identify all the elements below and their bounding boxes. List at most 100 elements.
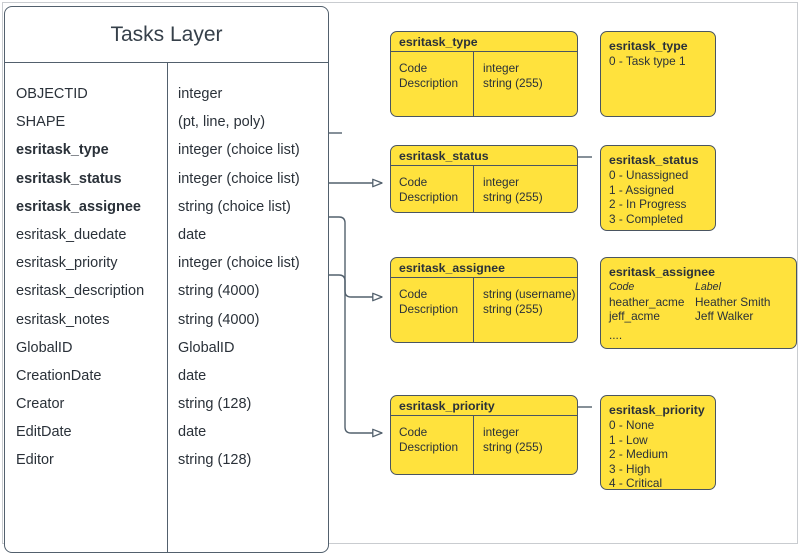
- field-name-EditDate: EditDate: [16, 424, 72, 441]
- values-assignee-header: Code Label: [609, 280, 796, 295]
- values-esritask-assignee: esritask_assignee Code Label heather_acm…: [600, 257, 797, 349]
- values-status-title: esritask_status: [609, 153, 699, 167]
- domain-type-priority-0: integer: [483, 425, 520, 439]
- field-type-esritask_duedate: date: [178, 226, 207, 243]
- domain-field-assignee-0: Code: [399, 287, 428, 301]
- values-priority-title: esritask_priority: [609, 403, 705, 417]
- field-name-esritask_notes: esritask_notes: [16, 311, 110, 328]
- field-type-esritask_priority: integer (choice list): [178, 255, 300, 272]
- tasks-layer-body: OBJECTID SHAPE esritask_type esritask_statu…: [5, 63, 328, 552]
- field-name-Editor: Editor: [16, 452, 54, 469]
- field-name-OBJECTID: OBJECTID: [16, 86, 88, 102]
- value-line-status-3: 3 - Completed: [609, 211, 684, 226]
- field-name-column: OBJECTID SHAPE esritask_type esritask_statu…: [5, 63, 168, 552]
- domain-field-priority-1: Description: [399, 439, 459, 454]
- field-name-esritask_duedate: esritask_duedate: [16, 226, 127, 243]
- value-line-status-2: 2 - In Progress: [609, 197, 687, 212]
- value-line-priority-4: 4 - Critical: [609, 476, 663, 490]
- domain-type-assignee-1: string (255): [483, 301, 543, 316]
- domain-type-type-1: string (255): [483, 75, 543, 90]
- field-name-esritask_priority: esritask_priority: [16, 255, 118, 272]
- field-type-SHAPE: (pt, line, poly): [178, 114, 266, 131]
- value-assignee-label-1: Jeff Walker: [695, 309, 754, 324]
- field-type-esritask_status: integer (choice list): [178, 170, 300, 187]
- domain-type-status-0: integer: [483, 175, 520, 189]
- field-type-Editor: string (128): [178, 452, 252, 469]
- domain-field-type-1: Description: [399, 75, 459, 90]
- domain-type-type-0: integer: [483, 61, 520, 75]
- field-name-esritask_assignee: esritask_assignee: [16, 198, 141, 215]
- value-line-status-0: 0 - Unassigned: [609, 168, 689, 182]
- values-assignee-header-code: Code: [609, 281, 635, 293]
- domain-field-type-0: Code: [399, 61, 428, 75]
- field-type-Creator: string (128): [178, 396, 252, 413]
- domain-title-assignee: esritask_assignee: [391, 258, 577, 278]
- values-assignee-header-label: Label: [695, 281, 721, 293]
- field-type-GlobalID: GlobalID: [178, 339, 235, 356]
- value-row-assignee-1: jeff_acme Jeff Walker: [609, 309, 796, 324]
- values-assignee-title: esritask_assignee: [609, 265, 715, 279]
- value-line-type-0: 0 - Task type 1: [609, 54, 686, 68]
- page-frame: [2, 2, 798, 544]
- field-name-GlobalID: GlobalID: [16, 339, 73, 356]
- field-type-esritask_description: string (4000): [178, 283, 260, 300]
- field-type-esritask_type: integer (choice list): [178, 142, 300, 159]
- values-assignee-ellipsis: ....: [609, 327, 623, 342]
- field-type-column: integer (pt, line, poly) integer (choice l…: [168, 63, 328, 552]
- field-type-CreationDate: date: [178, 367, 207, 384]
- field-type-esritask_notes: string (4000): [178, 311, 260, 328]
- field-name-CreationDate: CreationDate: [16, 367, 102, 384]
- value-assignee-code-1: jeff_acme: [609, 309, 660, 324]
- field-type-OBJECTID: integer: [178, 86, 223, 102]
- value-line-priority-2: 2 - Medium: [609, 447, 669, 462]
- domain-title-type: esritask_type: [391, 32, 577, 52]
- field-type-esritask_assignee: string (choice list): [178, 198, 291, 215]
- values-esritask-type: esritask_type 0 - Task type 1: [600, 31, 716, 117]
- field-type-EditDate: date: [178, 424, 207, 441]
- domain-type-status-1: string (255): [483, 189, 543, 204]
- value-row-assignee-0: heather_acme Heather Smith: [609, 295, 796, 310]
- value-line-priority-3: 3 - High: [609, 461, 651, 476]
- domain-type-assignee-0: string (username): [483, 287, 576, 301]
- domain-field-priority-0: Code: [399, 425, 428, 439]
- field-name-Creator: Creator: [16, 396, 65, 413]
- value-line-priority-1: 1 - Low: [609, 432, 648, 447]
- domain-field-status-1: Description: [399, 189, 459, 204]
- values-type-title: esritask_type: [609, 39, 688, 53]
- tasks-layer-title: Tasks Layer: [5, 7, 328, 63]
- field-name-SHAPE: SHAPE: [16, 114, 66, 131]
- values-assignee-rows: heather_acme Heather Smith jeff_acme Jeff W…: [609, 295, 796, 324]
- field-name-esritask_type: esritask_type: [16, 142, 109, 159]
- field-name-esritask_status: esritask_status: [16, 170, 122, 187]
- value-assignee-label-0: Heather Smith: [695, 294, 771, 309]
- domain-type-priority-1: string (255): [483, 439, 543, 454]
- domain-type-column-assignee: string (username)string (255): [474, 278, 577, 342]
- value-line-status-1: 1 - Assigned: [609, 182, 674, 197]
- domain-field-assignee-1: Description: [399, 301, 459, 316]
- field-name-esritask_description: esritask_description: [16, 283, 145, 300]
- value-assignee-code-0: heather_acme: [609, 294, 685, 309]
- domain-title-priority: esritask_priority: [391, 396, 577, 416]
- domain-field-status-0: Code: [399, 175, 428, 189]
- domain-title-status: esritask_status: [391, 146, 577, 166]
- value-line-priority-0: 0 - None: [609, 418, 655, 432]
